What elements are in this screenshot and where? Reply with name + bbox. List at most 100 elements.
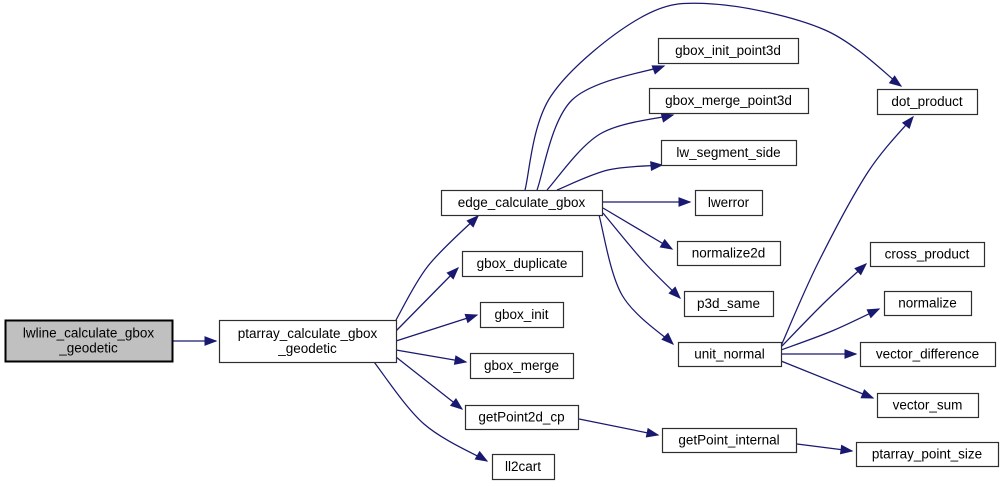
node-box[interactable] (694, 189, 764, 217)
graph-node-ptarray_calculate_gbox_geodetic[interactable]: ptarray_calculate_gbox_geodetic (218, 319, 398, 364)
node-label[interactable]: normalize (898, 296, 957, 311)
node-label[interactable]: getPoint2d_cp (478, 410, 564, 425)
edges-layer (172, 2, 914, 462)
node-label[interactable]: getPoint_internal (678, 433, 779, 448)
edge-ptarray_calculate_gbox_geodetic-to-gbox_merge (395, 349, 468, 365)
node-box[interactable] (859, 341, 997, 368)
arrowhead-icon (645, 427, 660, 438)
edge-edge_calculate_gbox-to-normalize2d (602, 207, 674, 250)
graph-node-ll2cart[interactable]: ll2cart (491, 453, 556, 481)
node-label[interactable]: gbox_merge_point3d (665, 93, 792, 108)
node-box[interactable] (883, 290, 973, 317)
node-label[interactable]: p3d_same (697, 296, 760, 311)
node-box[interactable] (677, 341, 783, 368)
node-box[interactable] (479, 301, 565, 329)
node-label[interactable]: gbox_merge (484, 358, 559, 373)
node-box[interactable] (491, 453, 556, 481)
edge-line (780, 360, 874, 399)
graph-node-p3d_same[interactable]: p3d_same (683, 290, 775, 318)
arrowhead-icon (466, 215, 479, 228)
node-label[interactable]: ll2cart (505, 459, 541, 474)
graph-node-gbox_duplicate[interactable]: gbox_duplicate (461, 250, 584, 278)
node-box[interactable] (464, 404, 580, 431)
graph-node-dot_product[interactable]: dot_product (876, 88, 979, 116)
arrowhead-icon (464, 313, 479, 324)
edge-line (780, 116, 914, 347)
edge-line (556, 164, 663, 191)
edge-ptarray_calculate_gbox_geodetic-to-getPoint2d_cp (395, 356, 464, 410)
node-box[interactable] (218, 319, 398, 364)
edge-edge_calculate_gbox-to-p3d_same (602, 212, 681, 299)
edge-ptarray_calculate_gbox_geodetic-to-gbox_init (395, 313, 479, 342)
node-box[interactable] (876, 88, 979, 116)
graph-node-getPoint2d_cp[interactable]: getPoint2d_cp (464, 404, 580, 431)
edge-edge_calculate_gbox-to-gbox_merge_point3d (546, 113, 675, 191)
graph-node-cross_product[interactable]: cross_product (869, 241, 986, 268)
node-box[interactable] (683, 290, 775, 318)
node-box[interactable] (657, 37, 800, 65)
node-box[interactable] (440, 189, 604, 217)
graph-node-normalize[interactable]: normalize (883, 290, 973, 317)
arrowhead-icon (453, 355, 468, 365)
node-box[interactable] (461, 250, 584, 278)
node-label[interactable]: lwline_calculate_gbox (23, 326, 155, 341)
node-label[interactable]: _geodetic (58, 341, 118, 356)
node-box[interactable] (855, 441, 1000, 468)
node-label[interactable]: dot_product (891, 94, 963, 109)
graph-node-lw_segment_side[interactable]: lw_segment_side (660, 139, 798, 167)
node-label[interactable]: vector_difference (876, 347, 979, 362)
edge-unit_normal-to-vector_sum (780, 360, 875, 399)
node-label[interactable]: gbox_init_point3d (675, 43, 781, 58)
node-label[interactable]: ptarray_point_size (872, 447, 982, 462)
edge-line (578, 418, 659, 436)
edge-line (602, 212, 681, 299)
node-box[interactable] (4, 319, 174, 363)
node-box[interactable] (876, 392, 980, 419)
arrowhead-icon (449, 398, 464, 410)
edge-edge_calculate_gbox-to-lwerror (603, 197, 692, 207)
graph-node-gbox_init[interactable]: gbox_init (479, 301, 565, 329)
node-box[interactable] (648, 87, 810, 115)
graph-node-vector_sum[interactable]: vector_sum (876, 392, 980, 419)
graph-node-normalize2d[interactable]: normalize2d (676, 240, 782, 267)
node-label[interactable]: gbox_init (494, 307, 548, 322)
node-label[interactable]: ptarray_calculate_gbox (238, 326, 378, 341)
node-box[interactable] (469, 352, 575, 380)
edge-unit_normal-to-cross_product (780, 263, 868, 348)
node-label[interactable]: normalize2d (692, 246, 766, 261)
edge-unit_normal-to-normalize (780, 308, 881, 351)
arrowhead-icon (651, 65, 666, 75)
graph-node-lwerror[interactable]: lwerror (694, 189, 764, 217)
arrowhead-icon (204, 336, 218, 346)
node-label[interactable]: lwerror (708, 195, 750, 210)
node-label[interactable]: _geodetic (277, 341, 337, 356)
edge-line (373, 361, 488, 462)
graph-node-gbox_init_point3d[interactable]: gbox_init_point3d (657, 37, 800, 65)
graph-node-gbox_merge_point3d[interactable]: gbox_merge_point3d (648, 87, 810, 115)
arrowhead-icon (446, 267, 459, 280)
edge-line (536, 65, 665, 191)
node-label[interactable]: gbox_duplicate (477, 256, 568, 271)
arrowhead-icon (659, 238, 674, 250)
graph-node-edge_calculate_gbox[interactable]: edge_calculate_gbox (440, 189, 604, 217)
node-label[interactable]: unit_normal (694, 347, 765, 362)
node-box[interactable] (660, 139, 798, 167)
edge-line (780, 263, 867, 348)
node-box[interactable] (676, 240, 782, 267)
node-label[interactable]: lw_segment_side (676, 145, 780, 160)
edge-line (395, 349, 467, 363)
node-label[interactable]: cross_product (885, 247, 970, 262)
graph-node-lwline_calculate_gbox_geodetic[interactable]: lwline_calculate_gbox_geodetic (4, 319, 174, 363)
node-label[interactable]: vector_sum (893, 398, 963, 413)
graph-node-ptarray_point_size[interactable]: ptarray_point_size (855, 441, 1000, 468)
graph-node-gbox_merge[interactable]: gbox_merge (469, 352, 575, 380)
node-label[interactable]: edge_calculate_gbox (458, 195, 586, 210)
graph-node-getPoint_internal[interactable]: getPoint_internal (661, 427, 798, 454)
node-box[interactable] (661, 427, 798, 454)
graph-node-unit_normal[interactable]: unit_normal (677, 341, 783, 368)
node-box[interactable] (869, 241, 986, 268)
arrowhead-icon (901, 115, 914, 130)
graph-node-vector_difference[interactable]: vector_difference (859, 341, 997, 368)
arrowhead-icon (839, 444, 854, 455)
